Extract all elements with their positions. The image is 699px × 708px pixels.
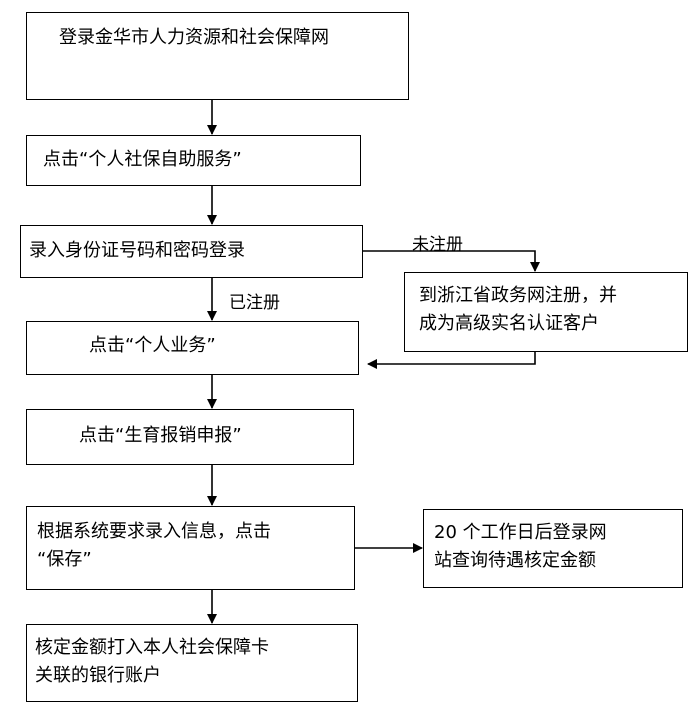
step-text-line1: 20 个工作日后登录网 [434,522,607,543]
step-register: 到浙江省政务网注册，并 成为高级实名认证客户 [404,272,688,352]
step-text-line1: 根据系统要求录入信息，点击 [37,521,271,542]
arrow-enter-to-register [362,250,540,272]
step-text-line2: 站查询待遇核定金额 [434,550,596,571]
step-text-line1: 到浙江省政务网注册，并 [419,285,617,306]
label-registered: 已注册 [229,293,280,313]
step-click-personal-business: 点击“个人业务” [26,321,359,375]
step-text: 录入身份证号码和密码登录 [29,240,245,261]
label-not-registered: 未注册 [412,235,463,255]
step-enter-id: 录入身份证号码和密码登录 [20,225,363,278]
step-query-amount: 20 个工作日后登录网 站查询待遇核定金额 [423,509,683,588]
step-text-line1: 核定金额打入本人社会保障卡 [35,637,269,658]
step-click-self-service: 点击“个人社保自助服务” [26,135,361,186]
step-text: 登录金华市人力资源和社会保障网 [59,27,329,48]
step-transfer-to-bank: 核定金额打入本人社会保障卡 关联的银行账户 [26,624,358,702]
step-text: 点击“生育报销申报” [79,425,242,446]
step-click-birth-claim: 点击“生育报销申报” [26,409,354,465]
step-login-site: 登录金华市人力资源和社会保障网 [26,12,409,100]
step-text: 点击“个人社保自助服务” [43,149,242,170]
arrow-register-to-business [367,352,536,369]
step-text-line2: 关联的银行账户 [35,665,161,686]
step-text: 点击“个人业务” [89,335,216,356]
step-enter-info: 根据系统要求录入信息，点击 “保存” [26,506,355,590]
step-text-line2: 成为高级实名认证客户 [419,313,599,334]
step-text-line2: “保存” [37,549,92,570]
